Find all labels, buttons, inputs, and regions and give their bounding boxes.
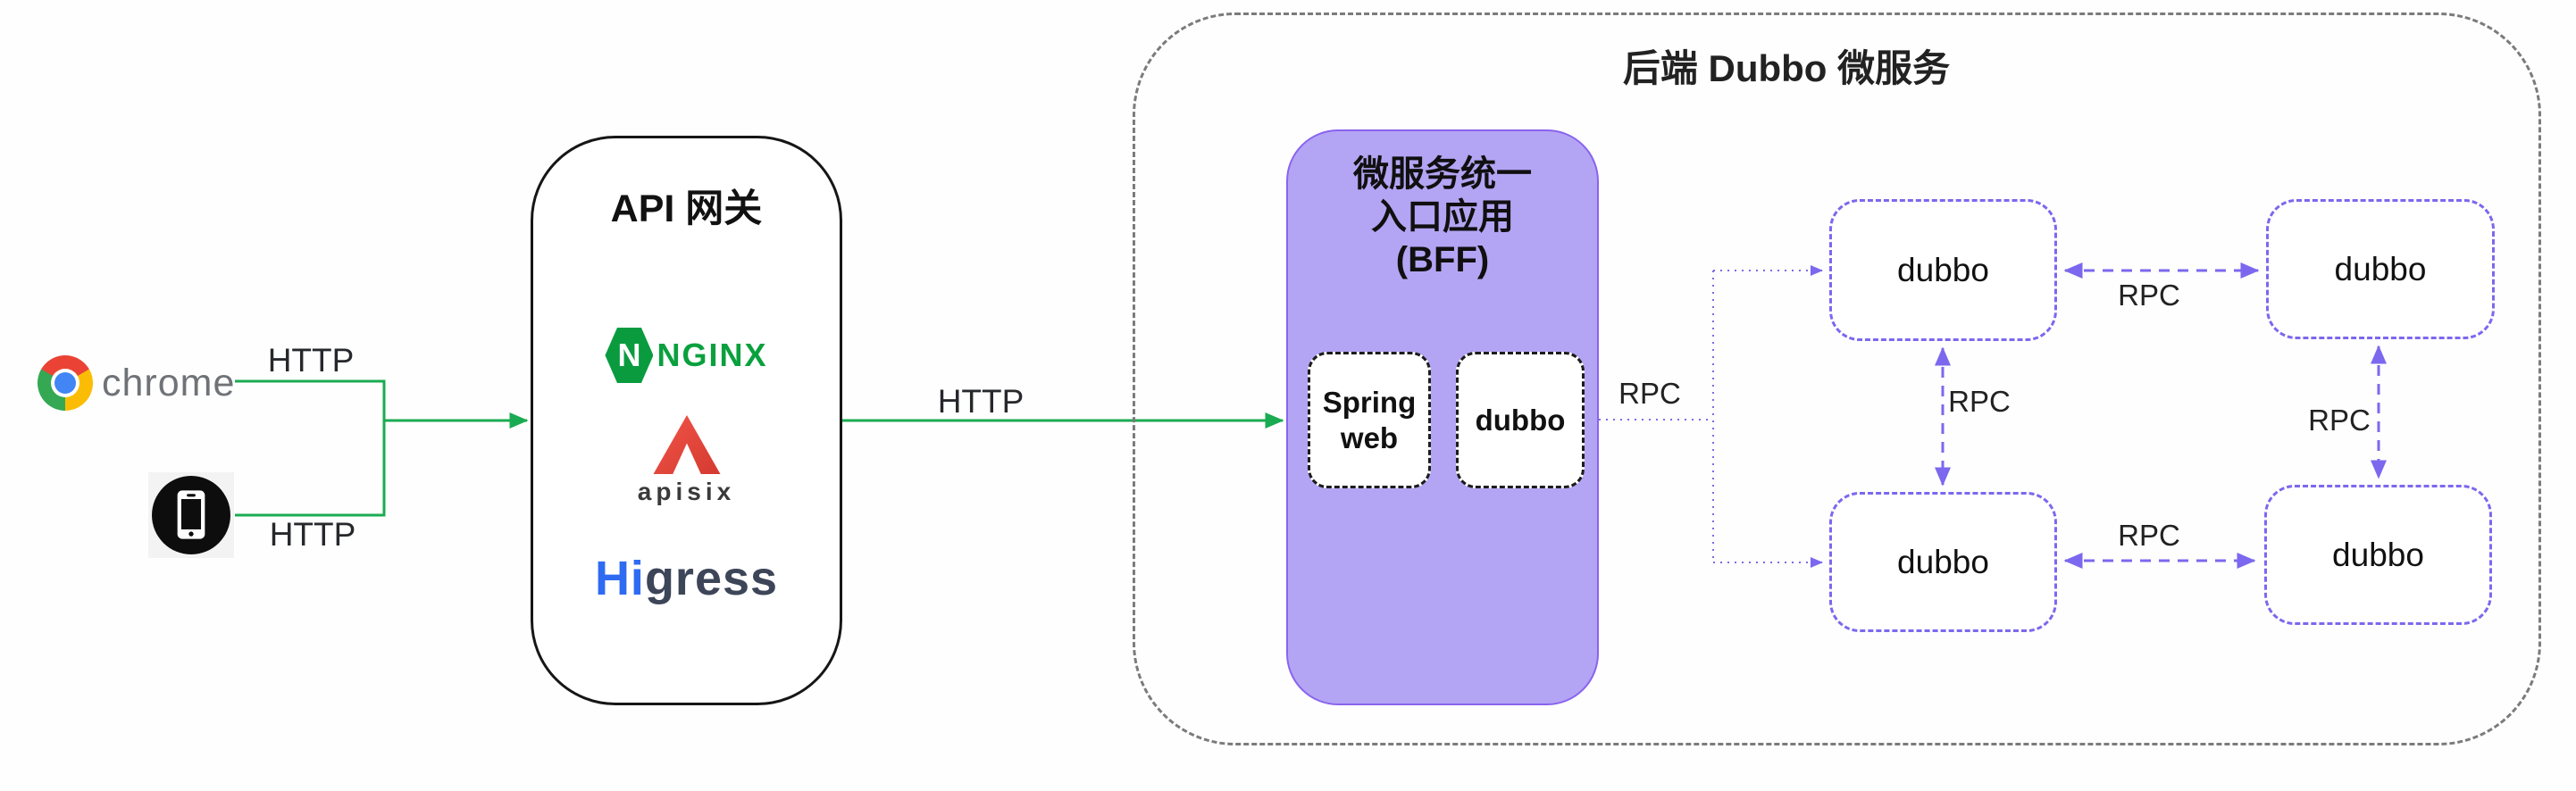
higress-wordmark-suffix: gress — [644, 552, 779, 605]
bff-box: 微服务统一 入口应用 (BFF) Spring web dubbo — [1286, 129, 1599, 705]
backend-title: 后端 Dubbo 微服务 — [1622, 47, 1951, 89]
dubbo-service-label: dubbo — [2332, 536, 2424, 573]
nginx-wordmark: NGINX — [657, 337, 768, 373]
chrome-label: chrome — [102, 361, 236, 404]
rpc-label-bff: RPC — [1618, 377, 1681, 410]
dubbo-service-box-bottom-right: dubbo — [2264, 485, 2492, 625]
nginx-letter: N — [617, 337, 641, 373]
bff-dubbo-label: dubbo — [1475, 403, 1566, 437]
spring-web-box: Spring web — [1308, 352, 1431, 488]
nginx-logo: N NGINX — [533, 328, 840, 383]
bff-title-line2: 入口应用 — [1371, 197, 1514, 237]
apisix-triangle-icon — [653, 415, 720, 474]
http-label-gateway: HTTP — [937, 383, 1025, 420]
dubbo-service-box-bottom-left: dubbo — [1829, 492, 2057, 632]
smartphone-client — [148, 472, 234, 558]
rpc-label-right-vertical: RPC — [2308, 404, 2371, 437]
rpc-label-top: RPC — [2118, 279, 2180, 312]
dubbo-service-box-top-right: dubbo — [2266, 199, 2495, 339]
dubbo-service-label: dubbo — [2334, 250, 2427, 287]
bff-title-line3: (BFF) — [1395, 240, 1490, 279]
bff-title: 微服务统一 入口应用 (BFF) — [1288, 153, 1597, 281]
spring-web-label-line2: web — [1340, 420, 1399, 454]
bff-dubbo-box: dubbo — [1456, 352, 1585, 488]
bff-title-line1: 微服务统一 — [1353, 154, 1532, 194]
rpc-label-bottom: RPC — [2118, 519, 2180, 552]
dubbo-service-box-top-left: dubbo — [1829, 199, 2057, 341]
higress-wordmark-prefix: Hi — [594, 552, 645, 605]
http-label-phone: HTTP — [269, 516, 356, 553]
nginx-hexagon-icon: N — [605, 328, 654, 383]
backend-container: 后端 Dubbo 微服务 — [1133, 12, 2541, 745]
higress-logo: Higress — [533, 551, 840, 606]
rpc-label-left-vertical: RPC — [1948, 385, 2011, 418]
chrome-client: chrome — [38, 355, 235, 411]
apisix-logo: APISIX — [533, 415, 840, 506]
apisix-wordmark: APISIX — [637, 478, 736, 505]
dubbo-service-label: dubbo — [1897, 251, 1989, 288]
chrome-logo-icon — [38, 355, 93, 411]
api-gateway-title: API 网关 — [610, 187, 763, 230]
http-label-browser: HTTP — [267, 342, 355, 379]
smartphone-icon — [152, 476, 230, 554]
api-gateway-box: API 网关 N NGINX APISIX Higress — [531, 136, 842, 705]
dubbo-service-label: dubbo — [1897, 543, 1989, 580]
spring-web-label-line1: Spring — [1322, 385, 1417, 419]
